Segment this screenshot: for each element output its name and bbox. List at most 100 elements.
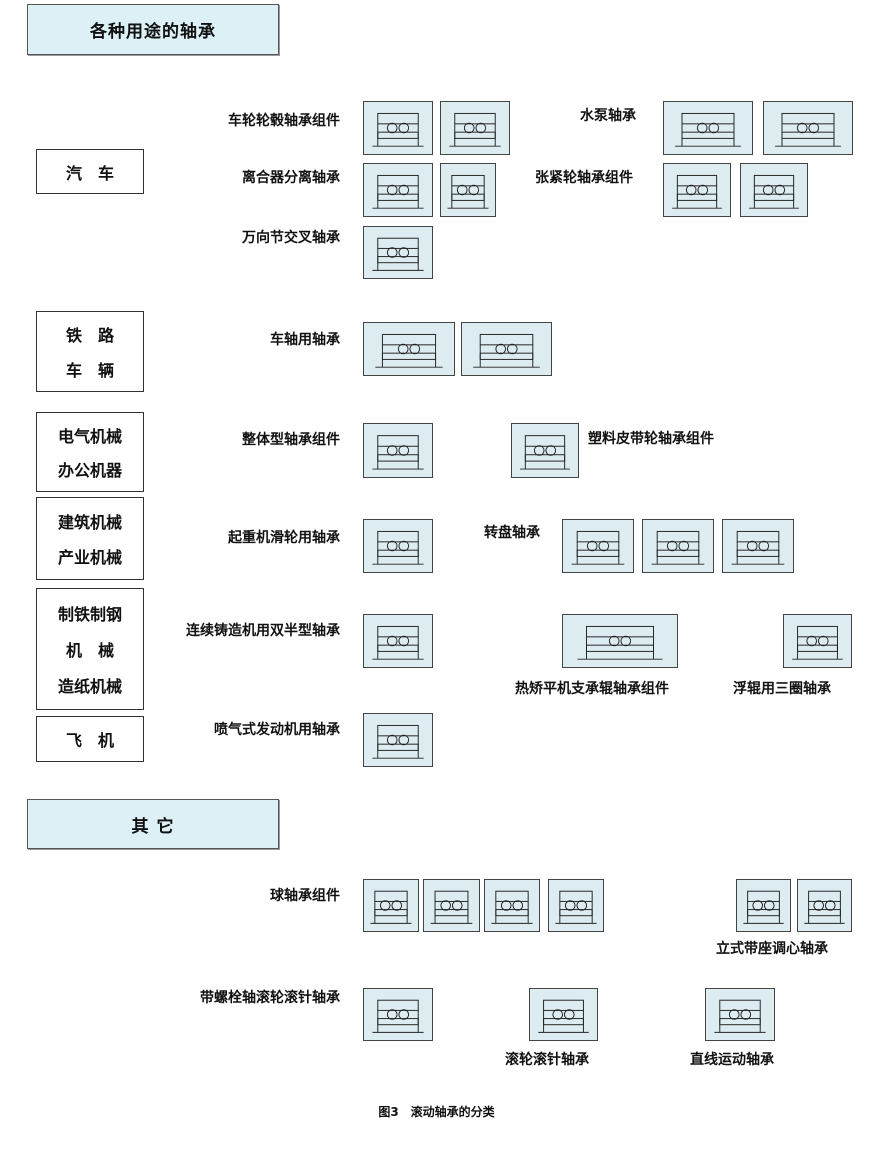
ball-unit-bearing-diagram <box>363 879 419 932</box>
bearing-drawing-icon <box>577 625 663 660</box>
section-header-uses: 各种用途的轴承 <box>27 4 279 55</box>
label-roller-needle: 滚轮滚针轴承 <box>505 1052 589 1068</box>
label-slewing: 转盘轴承 <box>484 525 540 541</box>
bearing-drawing-icon <box>449 112 501 147</box>
category-label: 办公机器 <box>57 461 122 480</box>
roller-needle-bearing-diagram <box>529 988 598 1041</box>
axle-bearing-diagram <box>461 322 552 376</box>
label-clutch: 离合器分离轴承 <box>242 170 340 186</box>
bearing-drawing-icon <box>473 333 540 368</box>
category-label: 建筑机械 <box>57 513 122 532</box>
pillow-bearing-diagram <box>736 879 791 932</box>
water-pump-bearing-diagram <box>763 101 853 155</box>
ujoint-bearing-diagram <box>363 226 433 279</box>
bearing-drawing-icon <box>675 112 741 147</box>
integral-bearing-diagram <box>363 423 433 478</box>
label-jet: 喷气式发动机用轴承 <box>214 722 340 738</box>
bearing-drawing-icon <box>743 890 784 924</box>
bearing-drawing-icon <box>731 530 785 565</box>
bearing-drawing-icon <box>372 530 424 565</box>
label-ball-unit: 球轴承组件 <box>270 888 340 904</box>
category-label: 制铁制钢 <box>57 605 122 624</box>
bearing-drawing-icon <box>491 890 533 924</box>
category-label: 铁 路 <box>65 326 114 346</box>
section-title: 其 它 <box>131 816 175 837</box>
bearing-drawing-icon <box>372 112 424 147</box>
bearing-drawing-icon <box>370 890 412 924</box>
bearing-drawing-icon <box>447 174 489 209</box>
label-stud: 带螺栓轴滚轮滚针轴承 <box>200 990 340 1006</box>
bearing-drawing-icon <box>372 237 424 271</box>
jet-bearing-diagram <box>363 713 433 767</box>
bearing-drawing-icon <box>372 435 424 470</box>
label-float-roll: 浮辊用三圈轴承 <box>733 681 831 697</box>
slewing-bearing-diagram <box>642 519 714 573</box>
category-rail: 铁 路车 辆 <box>36 311 144 392</box>
hub-bearing-diagram <box>440 101 510 155</box>
label-linear: 直线运动轴承 <box>690 1052 774 1068</box>
figure-caption: 图3 滚动轴承的分类 <box>378 1105 495 1119</box>
bearing-drawing-icon <box>651 530 705 565</box>
section-header-other: 其 它 <box>27 799 279 849</box>
crane-bearing-diagram <box>363 519 433 573</box>
label-crane: 起重机滑轮用轴承 <box>228 530 340 546</box>
bearing-drawing-icon <box>372 999 424 1033</box>
bearing-drawing-icon <box>792 625 843 660</box>
label-water-pump: 水泵轴承 <box>580 108 636 124</box>
float-roll-bearing-diagram <box>783 614 852 668</box>
bearing-drawing-icon <box>749 174 799 209</box>
clutch-bearing-diagram <box>363 163 433 217</box>
bearing-drawing-icon <box>375 333 443 368</box>
category-steel: 制铁制钢机 械造纸机械 <box>36 588 144 710</box>
pillow-bearing-diagram <box>797 879 852 932</box>
slewing-bearing-diagram <box>722 519 794 573</box>
category-aircraft: 飞 机 <box>36 716 144 762</box>
plastic-pulley-bearing-diagram <box>511 423 579 478</box>
tensioner-bearing-diagram <box>740 163 808 217</box>
label-axle: 车轴用轴承 <box>270 332 340 348</box>
hub-bearing-diagram <box>363 101 433 155</box>
axle-bearing-diagram <box>363 322 455 376</box>
category-label: 产业机械 <box>57 548 122 567</box>
category-construction: 建筑机械产业机械 <box>36 497 144 580</box>
bearing-drawing-icon <box>520 435 570 470</box>
category-label: 造纸机械 <box>57 677 122 696</box>
bearing-drawing-icon <box>672 174 722 209</box>
bearing-drawing-icon <box>804 890 845 924</box>
label-ujoint: 万向节交叉轴承 <box>242 230 340 246</box>
label-plastic-pulley: 塑料皮带轮轴承组件 <box>588 431 714 447</box>
section-title: 各种用途的轴承 <box>90 22 216 42</box>
bearing-drawing-icon <box>571 530 625 565</box>
ball-unit-bearing-diagram <box>423 879 480 932</box>
bearing-drawing-icon <box>555 890 597 924</box>
label-hub: 车轮轮毂轴承组件 <box>228 113 340 129</box>
leveler-bearing-diagram <box>562 614 678 668</box>
category-electric: 电气机械办公机器 <box>36 412 144 492</box>
bearing-drawing-icon <box>538 999 589 1033</box>
category-label: 汽 车 <box>65 163 114 183</box>
casting-bearing-diagram <box>363 614 433 668</box>
clutch-bearing-diagram <box>440 163 496 217</box>
bearing-drawing-icon <box>430 890 473 924</box>
category-car: 汽 车 <box>36 149 144 194</box>
label-casting: 连续铸造机用双半型轴承 <box>186 623 340 639</box>
category-label: 电气机械 <box>57 427 122 446</box>
water-pump-bearing-diagram <box>663 101 753 155</box>
category-label: 机 械 <box>65 641 114 660</box>
label-integral: 整体型轴承组件 <box>242 432 340 448</box>
ball-unit-bearing-diagram <box>484 879 540 932</box>
linear-bearing-diagram <box>705 988 775 1041</box>
category-label: 飞 机 <box>65 731 114 750</box>
category-label: 车 辆 <box>65 360 114 380</box>
bearing-drawing-icon <box>372 174 424 209</box>
bearing-drawing-icon <box>714 999 766 1033</box>
slewing-bearing-diagram <box>562 519 634 573</box>
label-pillow: 立式带座调心轴承 <box>716 941 828 957</box>
bearing-drawing-icon <box>372 625 424 660</box>
label-leveler: 热矫平机支承辊轴承组件 <box>515 681 669 697</box>
tensioner-bearing-diagram <box>663 163 731 217</box>
stud-bearing-diagram <box>363 988 433 1041</box>
bearing-drawing-icon <box>372 724 424 759</box>
ball-unit-bearing-diagram <box>548 879 604 932</box>
label-tensioner: 张紧轮轴承组件 <box>535 170 633 186</box>
